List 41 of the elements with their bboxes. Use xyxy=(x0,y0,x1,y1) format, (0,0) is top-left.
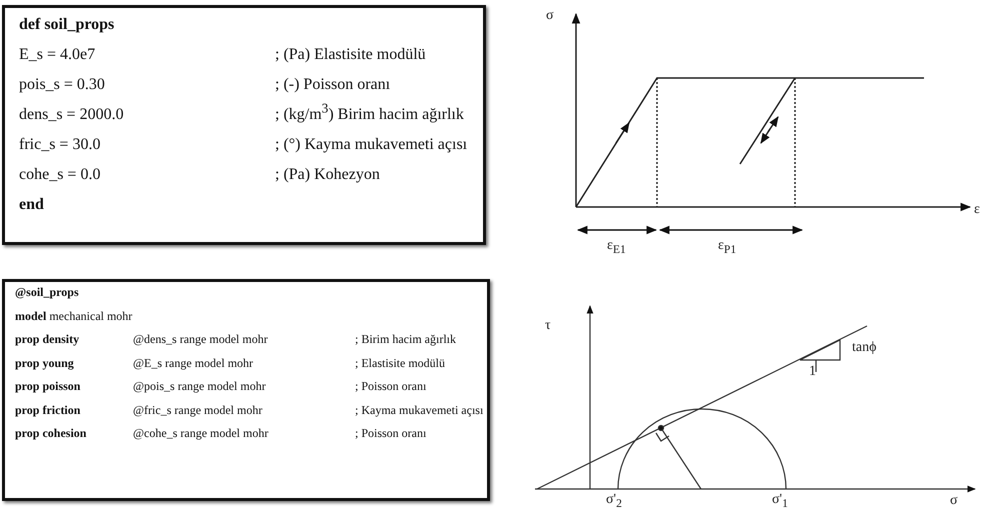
axis-label: ε xyxy=(974,202,980,218)
code-listing-box xyxy=(2,5,486,245)
code-line: prop friction xyxy=(15,404,80,418)
code-line: prop cohesion xyxy=(15,427,86,441)
code-line: cohe_s = 0.0 xyxy=(19,166,100,184)
axis-label: ε$_{E1}$ xyxy=(607,238,626,256)
code-comment: ; (Pa) Elastisite modülü xyxy=(275,46,426,64)
code-line: @pois_s range model mohr xyxy=(133,380,266,394)
code-line: end xyxy=(19,196,44,214)
code-line: @E_s range model mohr xyxy=(133,356,254,370)
code-comment: ; (kg/m$^{3}$) Birim hacim ağırlık xyxy=(275,106,464,124)
code-line: prop density xyxy=(15,333,80,347)
code-listing-box xyxy=(2,279,490,501)
code-line: model mechanical mohr xyxy=(15,310,132,324)
axis-label: τ xyxy=(545,318,551,334)
code-comment: ; Kayma mukavemeti açısı xyxy=(355,404,484,418)
slope-label: tanϕ xyxy=(852,340,876,356)
code-comment: ; Poisson oranı xyxy=(355,380,426,394)
code-comment: ; Elastisite modülü xyxy=(355,356,445,370)
axis-label: ε$_{P1}$ xyxy=(718,238,736,256)
axis-label: σ'$_{2}$ xyxy=(606,492,622,509)
code-comment: ; (Pa) Kohezyon xyxy=(275,166,380,184)
code-line: dens_s = 2000.0 xyxy=(19,106,124,124)
code-line: fric_s = 30.0 xyxy=(19,136,100,154)
axis-label: σ xyxy=(950,493,958,509)
slope-label: 1 xyxy=(809,364,816,380)
code-line: prop young xyxy=(15,356,74,370)
code-line: @fric_s range model mohr xyxy=(133,404,262,418)
code-line: @dens_s range model mohr xyxy=(133,333,268,347)
code-line: prop poisson xyxy=(15,380,80,394)
code-comment: ; (°) Kayma mukavemeti açısı xyxy=(275,136,468,154)
code-line: @cohe_s range model mohr xyxy=(133,427,268,441)
code-comment: ; (-) Poisson oranı xyxy=(275,76,390,94)
code-comment: ; Poisson oranı xyxy=(355,427,426,441)
axis-label: σ'$_{1}$ xyxy=(772,492,788,509)
axis-label: σ xyxy=(546,8,554,24)
code-line: E_s = 4.0e7 xyxy=(19,46,96,64)
code-comment: ; Birim hacim ağırlık xyxy=(355,333,456,347)
code-line: pois_s = 0.30 xyxy=(19,76,105,94)
code-line: def soil_props xyxy=(19,16,114,34)
code-line: @soil_props xyxy=(15,286,79,300)
